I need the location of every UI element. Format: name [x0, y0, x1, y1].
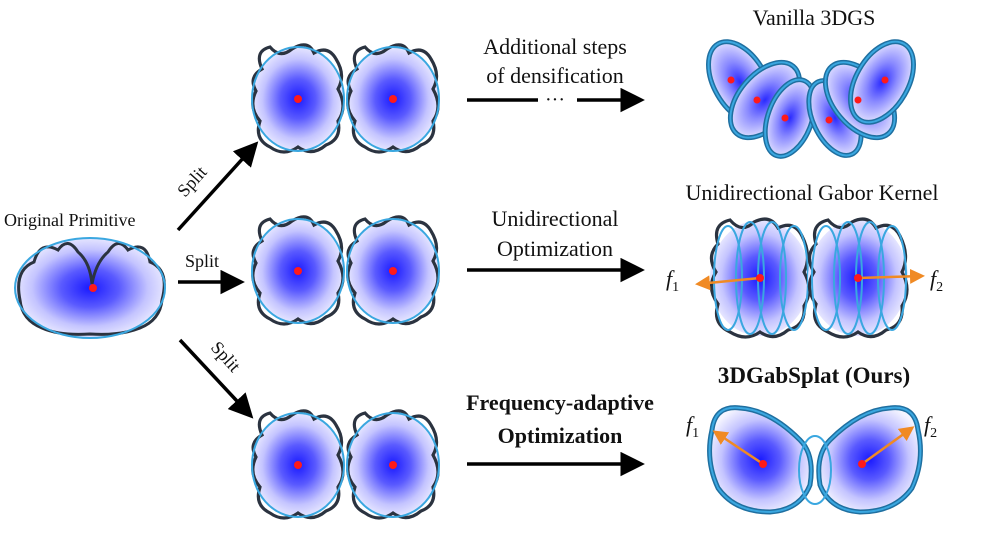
freq-arrow-f1 [695, 275, 761, 291]
split-arrow-bottom [178, 338, 254, 419]
middle-step-line2: Optimization [497, 236, 613, 261]
middle-step-line1: Unidirectional [491, 206, 618, 231]
split-label-top: Split [173, 162, 211, 201]
split-pair-middle [250, 215, 441, 326]
bottom-step-line2: Optimization [498, 423, 623, 448]
f2-label-middle: f2 [930, 266, 943, 295]
gabor-kernel-primitives [695, 217, 925, 339]
center-dot [89, 284, 97, 292]
split-pair-bottom [250, 409, 441, 520]
freq-arrow-f1-ours [712, 430, 764, 466]
ours-title: 3DGabSplat (Ours) [718, 363, 910, 388]
f2-label-bottom: f2 [924, 412, 937, 441]
original-primitive [14, 237, 166, 339]
split-label-middle: Split [185, 251, 219, 271]
top-dots: ··· [545, 89, 565, 111]
split-label-bottom: Split [207, 337, 245, 376]
original-primitive-label: Original Primitive [4, 210, 135, 230]
vanilla-title: Vanilla 3DGS [753, 5, 876, 30]
bottom-step-line1: Frequency-adaptive [466, 390, 654, 415]
gabsplat-primitives [707, 405, 923, 515]
f1-label-bottom: f1 [686, 412, 699, 441]
top-step-line1: Additional steps [483, 34, 627, 59]
vanilla-3dgs-primitives [706, 39, 916, 159]
freq-arrow-f2-ours [861, 426, 915, 466]
freq-arrow-f2 [857, 268, 925, 284]
f1-label-middle: f1 [666, 266, 679, 295]
split-pair-top [250, 43, 441, 154]
gabor-title: Unidirectional Gabor Kernel [686, 180, 939, 205]
top-step-line2: of densification [486, 63, 623, 88]
split-arrow-top [176, 141, 259, 232]
